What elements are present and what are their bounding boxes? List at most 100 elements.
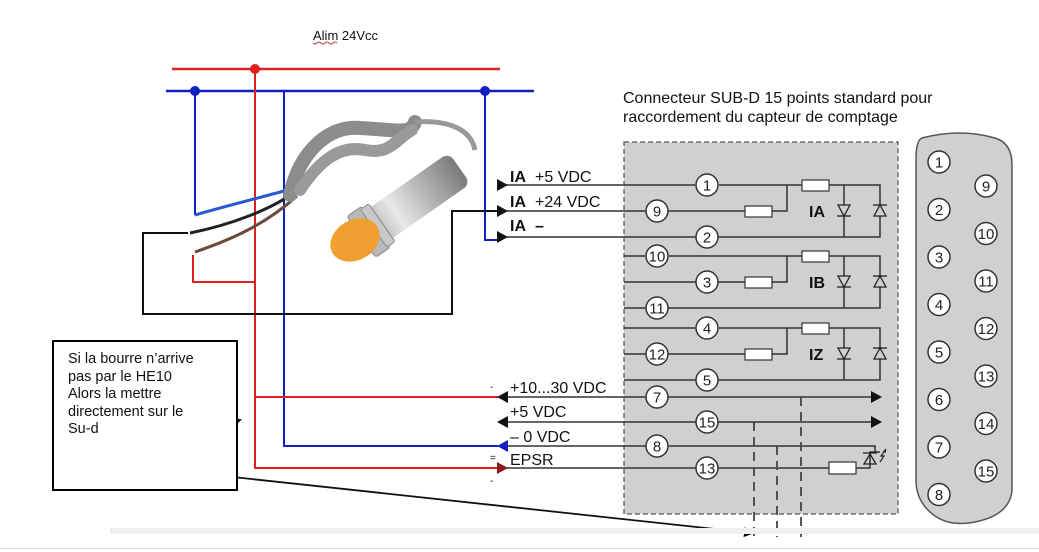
note-arrow-to-subd	[204, 473, 754, 538]
wire	[772, 185, 788, 212]
ia-5v-value: +5 VDC	[535, 169, 591, 186]
ia-24v-value: +24 VDC	[535, 194, 600, 211]
power-supply-label: Alim 24Vcc	[313, 28, 379, 43]
connector-title-line2: raccordement du capteur de comptage	[623, 109, 898, 126]
connector-title-line1: Connecteur SUB-D 15 points standard pour	[623, 90, 933, 107]
pin-4	[695, 316, 719, 340]
subd-pin-14	[974, 411, 998, 436]
subd-pin-13	[974, 364, 998, 388]
pin-3	[695, 270, 719, 294]
resistor	[801, 179, 830, 192]
subd-pin-7	[927, 435, 951, 459]
subd-pin-6	[927, 387, 951, 412]
supply-0v-label: – 0 VDC	[510, 429, 570, 446]
subd-pin-label: 3	[935, 250, 943, 267]
subd-pin-label: 14	[978, 416, 995, 433]
sensor-signal-wire	[142, 210, 498, 315]
pin-label: 4	[703, 321, 711, 338]
diode-icon	[872, 274, 888, 288]
subd-pin-label: 9	[982, 179, 990, 196]
resistor	[744, 205, 773, 218]
spellcheck-underline	[312, 41, 338, 45]
supply-10-30-label: +10...30 VDC	[510, 380, 607, 397]
subd-pin-label: 6	[935, 392, 943, 409]
subd-pin-5	[927, 340, 951, 364]
pin-label: 8	[653, 439, 661, 456]
subd-pin-10	[974, 221, 998, 246]
subd-pin-8	[927, 482, 951, 507]
ia-24v-name: IA	[510, 194, 526, 211]
subd-pin-12	[974, 316, 998, 341]
subd-pin-4	[927, 292, 951, 317]
pin-label: 10	[649, 249, 666, 266]
diode-icon	[836, 275, 852, 289]
supply-10-30-right-arrow	[871, 391, 882, 403]
led-diode-icon	[862, 448, 887, 465]
subd-pin-1	[927, 150, 951, 174]
pin-label: 3	[703, 275, 711, 292]
pin-12	[645, 342, 669, 366]
subd-pin-label: 8	[935, 487, 943, 504]
supply-5v-label: +5 VDC	[510, 404, 566, 421]
diode-icon	[872, 346, 888, 360]
wire	[772, 256, 788, 283]
subd-pin-label: 15	[978, 464, 995, 481]
subd-pin-15	[974, 459, 998, 483]
supply-0v-line	[505, 445, 876, 452]
annotation-note-text: Si la bourre n’arrive pas par le HE10 Al…	[68, 351, 194, 437]
ia-minus-name: IA	[510, 218, 526, 235]
pin-2	[695, 225, 719, 249]
epsr-arrow	[497, 462, 508, 474]
pin-10	[645, 244, 669, 268]
sensor-brown-supply-wire	[192, 255, 255, 283]
footer-divider	[0, 548, 1039, 549]
minus-mark-2: =	[490, 453, 496, 464]
subd-pin-label: 12	[978, 321, 995, 338]
subd-pin-2	[927, 197, 951, 222]
pin-8	[645, 434, 669, 458]
subd-pin-label: 13	[978, 369, 995, 386]
pin-label: 11	[649, 301, 665, 318]
pin-label: 15	[699, 415, 716, 432]
diode-icon	[872, 203, 888, 217]
supply-5v-left-arrow	[497, 416, 508, 428]
pin-15	[695, 410, 719, 434]
ia-5v-name: IA	[510, 169, 526, 186]
wire	[772, 328, 788, 355]
epsr-resistor	[828, 461, 857, 475]
channel-label: IZ	[809, 347, 823, 364]
ia-5v-arrow	[497, 179, 508, 191]
diode-icon	[836, 347, 852, 361]
ia-minus-value: –	[535, 218, 544, 235]
channel-label: IA	[809, 204, 825, 221]
resistor	[801, 250, 830, 263]
pin-label: 5	[703, 373, 711, 390]
annotation-note: Si la bourre n’arrive pas par le HE10 Al…	[52, 340, 238, 491]
diode-icon	[836, 204, 852, 218]
subd-pin-label: 5	[935, 345, 943, 362]
minus-mark-1: -	[490, 382, 493, 393]
epsr-label: EPSR	[510, 452, 554, 469]
subd-pin-label: 1	[935, 155, 943, 172]
pin-13	[695, 456, 719, 480]
pin-label: 9	[653, 204, 661, 221]
subd-pin-label: 11	[978, 274, 994, 291]
pin-label: 13	[699, 461, 716, 478]
pin-label: 2	[703, 230, 711, 247]
supply-0v-left-arrow	[497, 440, 508, 452]
pin-label: 7	[653, 390, 661, 407]
zero-vdc-wire	[283, 91, 498, 447]
subd-pin-label: 2	[935, 202, 943, 219]
supply-positive-wire	[254, 69, 498, 469]
ia-minus-wire	[484, 91, 498, 241]
pin-9	[645, 199, 669, 223]
subd-pin-9	[974, 174, 998, 198]
subd-pin-label: 10	[978, 226, 995, 243]
subd-pin-label: 4	[935, 297, 943, 314]
pin-5	[695, 368, 719, 392]
subd-pin-11	[974, 269, 998, 293]
